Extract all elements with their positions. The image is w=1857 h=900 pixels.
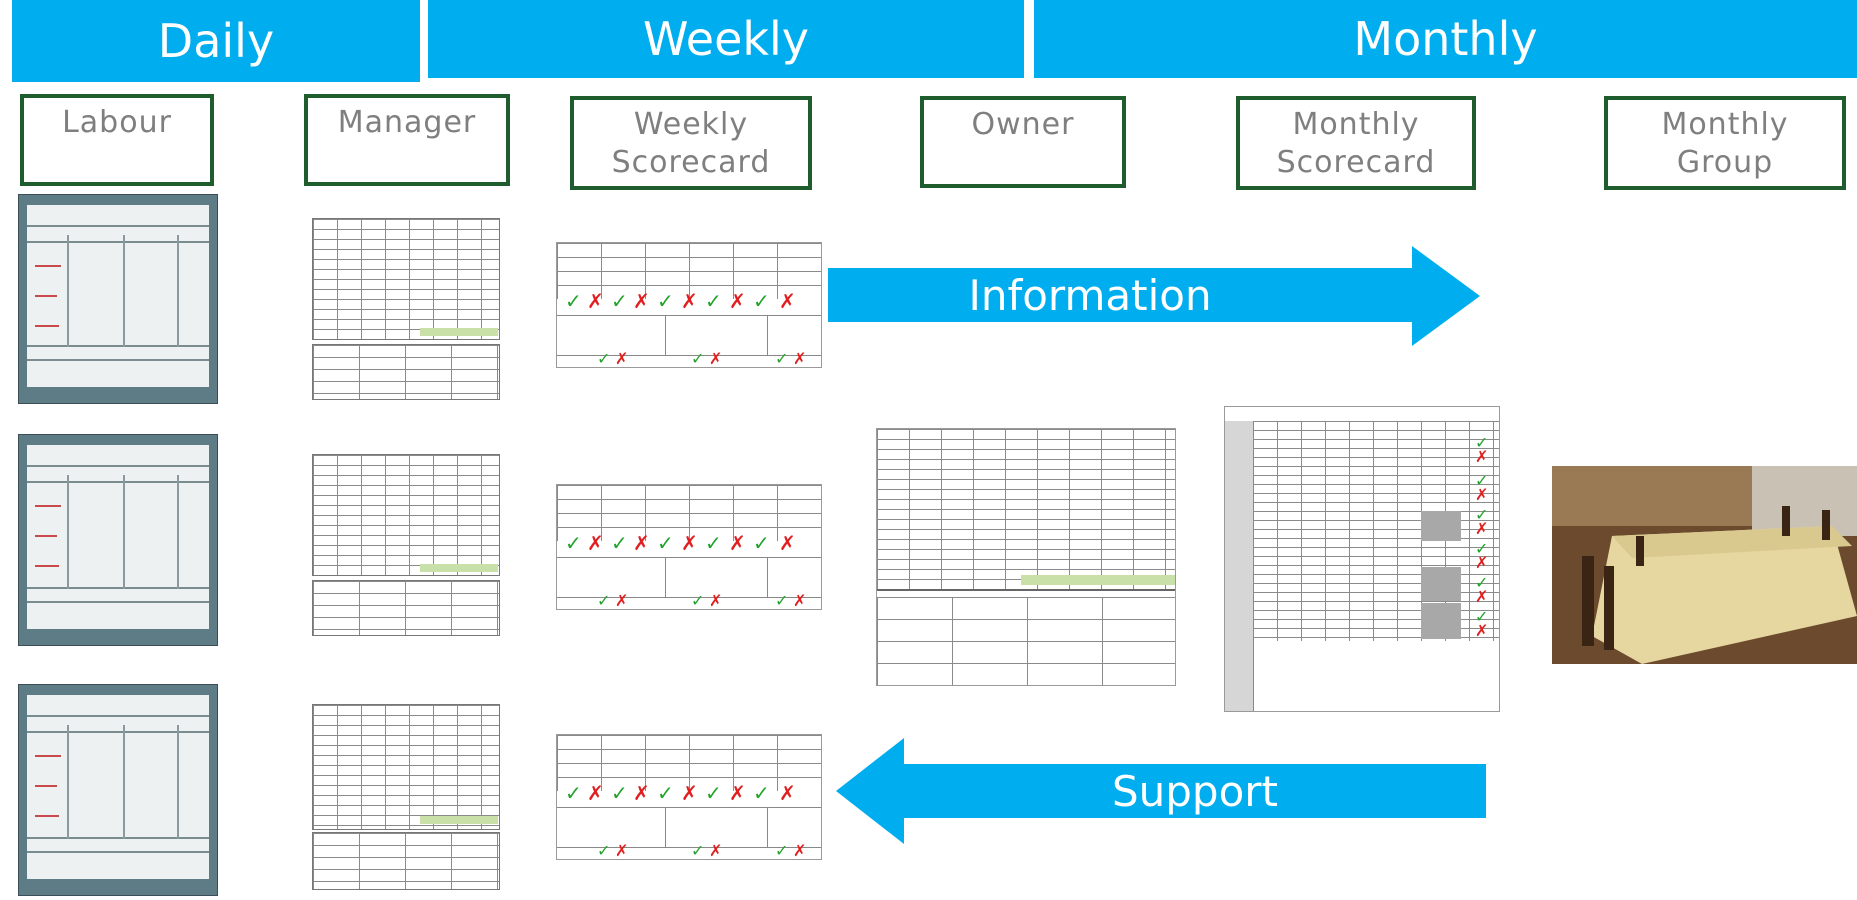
- meeting-table-photo: [1552, 466, 1857, 664]
- cross-mark-icon: ✗: [1475, 587, 1489, 606]
- manager-planner-sheet-1: [308, 206, 504, 402]
- check-mark-icon: ✓: [775, 841, 789, 860]
- cross-mark-icon: ✗: [709, 349, 723, 368]
- check-mark-icon: ✓: [691, 591, 705, 610]
- monthly-group-label: Monthly Group: [1604, 96, 1846, 190]
- check-mark-icon: ✓: [705, 289, 722, 313]
- cross-mark-icon: ✗: [793, 349, 807, 368]
- check-mark-icon: ✓: [1475, 539, 1489, 558]
- daily-band-title: Daily: [157, 14, 275, 68]
- owner-label: Owner: [920, 96, 1126, 188]
- monthly-scorecard-sheet: ✓ ✗ ✓ ✗ ✓ ✗ ✓ ✗ ✓ ✗ ✓ ✗: [1224, 406, 1500, 712]
- check-mark-icon: ✓: [1475, 505, 1489, 524]
- check-mark-icon: ✓: [691, 841, 705, 860]
- check-mark-icon: ✓: [565, 289, 582, 313]
- cross-mark-icon: ✗: [793, 591, 807, 610]
- cross-mark-icon: ✗: [681, 531, 698, 555]
- check-mark-icon: ✓: [1475, 573, 1489, 592]
- weekly-band-title: Weekly: [642, 12, 810, 66]
- cross-mark-icon: ✗: [729, 531, 746, 555]
- check-mark-icon: ✓: [657, 289, 674, 313]
- check-mark-icon: ✓: [565, 781, 582, 805]
- information-arrow: Information: [828, 246, 1480, 346]
- cross-mark-icon: ✗: [1475, 447, 1489, 466]
- cross-mark-icon: ✗: [681, 289, 698, 313]
- support-arrow-label: Support: [1111, 766, 1279, 816]
- manager-label: Manager: [304, 94, 510, 186]
- monthly-band-title: Monthly: [1353, 12, 1538, 66]
- check-mark-icon: ✓: [1475, 433, 1489, 452]
- whiteboard-image-2: [18, 434, 218, 646]
- monthly-band: Monthly: [1034, 0, 1857, 78]
- cross-mark-icon: ✗: [681, 781, 698, 805]
- check-mark-icon: ✓: [597, 591, 611, 610]
- check-mark-icon: ✓: [597, 841, 611, 860]
- cross-mark-icon: ✗: [633, 781, 650, 805]
- cross-mark-icon: ✗: [793, 841, 807, 860]
- cross-mark-icon: ✗: [1475, 621, 1489, 640]
- cross-mark-icon: ✗: [1475, 553, 1489, 572]
- cross-mark-icon: ✗: [633, 289, 650, 313]
- check-mark-icon: ✓: [705, 531, 722, 555]
- check-mark-icon: ✓: [775, 591, 789, 610]
- cross-mark-icon: ✗: [615, 841, 629, 860]
- check-mark-icon: ✓: [775, 349, 789, 368]
- check-mark-icon: ✓: [611, 781, 628, 805]
- cross-mark-icon: ✗: [729, 781, 746, 805]
- cross-mark-icon: ✗: [587, 531, 604, 555]
- cross-mark-icon: ✗: [615, 591, 629, 610]
- cross-mark-icon: ✗: [587, 289, 604, 313]
- cross-mark-icon: ✗: [729, 289, 746, 313]
- whiteboard-image-3: [18, 684, 218, 896]
- check-mark-icon: ✓: [657, 531, 674, 555]
- check-mark-icon: ✓: [611, 531, 628, 555]
- check-mark-icon: ✓: [753, 289, 770, 313]
- cross-mark-icon: ✗: [633, 531, 650, 555]
- cross-mark-icon: ✗: [709, 591, 723, 610]
- cross-mark-icon: ✗: [1475, 485, 1489, 504]
- daily-band: Daily: [12, 0, 420, 82]
- check-mark-icon: ✓: [657, 781, 674, 805]
- whiteboard-image-1: [18, 194, 218, 404]
- information-arrow-label: Information: [968, 270, 1212, 320]
- check-mark-icon: ✓: [1475, 607, 1489, 626]
- weekly-scorecard-sheet-3: ✓ ✗ ✓ ✗ ✓ ✗ ✓ ✗ ✓ ✗ ✓ ✗ ✓ ✗ ✓ ✗: [556, 734, 822, 860]
- check-mark-icon: ✓: [565, 531, 582, 555]
- support-arrow: Support: [836, 738, 1486, 844]
- manager-planner-sheet-2: [308, 442, 504, 638]
- weekly-band: Weekly: [428, 0, 1024, 78]
- cross-mark-icon: ✗: [587, 781, 604, 805]
- check-mark-icon: ✓: [611, 289, 628, 313]
- weekly-scorecard-sheet-1: ✓ ✗ ✓ ✗ ✓ ✗ ✓ ✗ ✓ ✗ ✓ ✗ ✓ ✗ ✓ ✗: [556, 242, 822, 368]
- check-mark-icon: ✓: [753, 781, 770, 805]
- cross-mark-icon: ✗: [779, 531, 796, 555]
- cross-mark-icon: ✗: [615, 349, 629, 368]
- cross-mark-icon: ✗: [1475, 519, 1489, 538]
- weekly-scorecard-label: Weekly Scorecard: [570, 96, 812, 190]
- check-mark-icon: ✓: [753, 531, 770, 555]
- check-mark-icon: ✓: [1475, 471, 1489, 490]
- cross-mark-icon: ✗: [709, 841, 723, 860]
- weekly-scorecard-sheet-2: ✓ ✗ ✓ ✗ ✓ ✗ ✓ ✗ ✓ ✗ ✓ ✗ ✓ ✗ ✓ ✗: [556, 484, 822, 610]
- labour-label: Labour: [20, 94, 214, 186]
- cross-mark-icon: ✗: [779, 781, 796, 805]
- owner-planner-sheet: [876, 428, 1176, 686]
- check-mark-icon: ✓: [691, 349, 705, 368]
- cross-mark-icon: ✗: [779, 289, 796, 313]
- check-mark-icon: ✓: [597, 349, 611, 368]
- monthly-scorecard-label: Monthly Scorecard: [1236, 96, 1476, 190]
- check-mark-icon: ✓: [705, 781, 722, 805]
- manager-planner-sheet-3: [308, 692, 504, 892]
